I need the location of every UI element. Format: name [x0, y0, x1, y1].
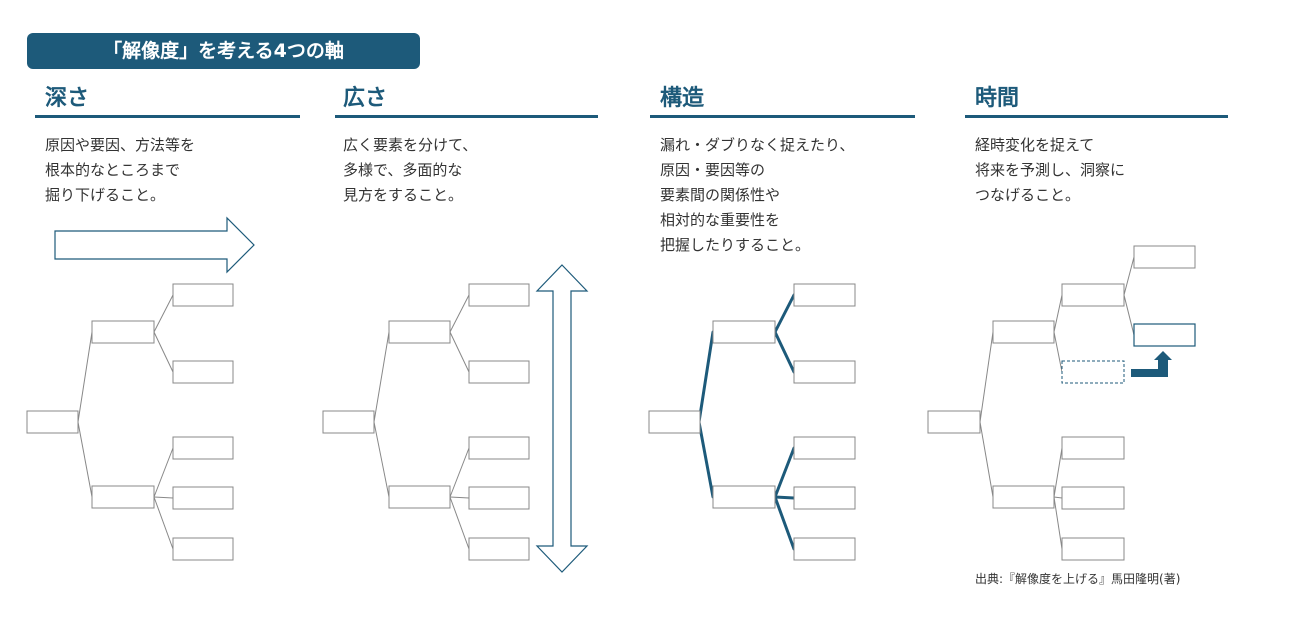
- tree-node: [468, 537, 530, 561]
- tree-node: [1061, 486, 1125, 510]
- tree-node-dashed: [1061, 360, 1125, 384]
- tree-connector: [1053, 294, 1063, 333]
- tree-connector-emphasis: [773, 495, 796, 500]
- tree-connector-emphasis: [773, 446, 796, 499]
- breadth-diagram: [322, 264, 589, 573]
- heading-structure: 構造: [660, 86, 705, 111]
- tree-node: [172, 283, 234, 307]
- title-banner: 「解像度」を考える4つの軸: [27, 33, 420, 69]
- tree-connector-emphasis: [697, 420, 715, 499]
- tree-node: [992, 320, 1055, 344]
- tree-node: [91, 485, 155, 509]
- depth-diagram: [26, 216, 255, 561]
- description-depth: 原因や要因、方法等を 根本的なところまで 掘り下げること。: [45, 136, 196, 204]
- tree-node: [793, 537, 856, 561]
- tree-connector: [373, 331, 390, 423]
- tree-node: [388, 320, 451, 344]
- heading-underline-depth: [35, 115, 300, 118]
- tree-node: [91, 320, 155, 344]
- tree-connector: [153, 496, 174, 550]
- right-arrow: [54, 216, 255, 274]
- description-structure: 漏れ・ダブりなく捉えたり、 原因・要因等の 要素間の関係性や 相対的な重要性を …: [660, 136, 855, 254]
- tree-node-highlighted: [1133, 323, 1196, 347]
- vertical-double-arrow: [535, 264, 589, 573]
- tree-connector: [979, 421, 994, 498]
- tree-connector-emphasis: [773, 495, 796, 551]
- tree-connector: [77, 421, 93, 498]
- tree-node: [793, 283, 856, 307]
- tree-node: [793, 436, 856, 460]
- tree-node: [172, 360, 234, 384]
- tree-connector: [1053, 496, 1063, 499]
- tree-node: [992, 485, 1055, 509]
- tree-node: [172, 537, 234, 561]
- tree-connector-emphasis: [773, 293, 796, 334]
- tree-connector: [153, 294, 174, 333]
- tree-connector: [153, 496, 174, 499]
- tree-node: [468, 283, 530, 307]
- tree-node: [1061, 537, 1125, 561]
- source-citation: 出典:『解像度を上げる』馬田隆明(著): [975, 572, 1181, 586]
- tree-connector: [449, 331, 470, 373]
- tree-node: [1133, 245, 1196, 269]
- tree-node: [648, 410, 701, 434]
- tree-node: [1061, 283, 1125, 307]
- tree-connector: [1053, 447, 1063, 498]
- structure-diagram: [648, 283, 856, 561]
- tree-node: [172, 436, 234, 460]
- tree-node: [468, 486, 530, 510]
- tree-connector: [449, 496, 470, 550]
- tree-connector: [153, 331, 174, 373]
- tree-node: [793, 360, 856, 384]
- heading-underline-breadth: [335, 115, 598, 118]
- tree-node: [388, 485, 451, 509]
- description-breadth: 広く要素を分けて、 多様で、多面的な 見方をすること。: [343, 136, 478, 204]
- heading-breadth: 広さ: [343, 86, 388, 111]
- heading-underline-structure: [650, 115, 915, 118]
- heading-time: 時間: [975, 86, 1020, 111]
- tree-connector-emphasis: [697, 330, 715, 424]
- tree-connector: [449, 447, 470, 498]
- tree-node: [712, 320, 776, 344]
- up-right-arrow: [1131, 351, 1172, 377]
- tree-connector: [373, 421, 390, 498]
- tree-node: [322, 410, 375, 434]
- tree-node: [172, 486, 234, 510]
- tree-node: [468, 436, 530, 460]
- description-time: 経時変化を捉えて 将来を予測し、洞察に つなげること。: [975, 136, 1126, 204]
- tree-connector: [1053, 331, 1063, 373]
- heading-depth: 深さ: [45, 86, 90, 111]
- tree-node: [793, 486, 856, 510]
- tree-connector: [449, 496, 470, 499]
- heading-underline-time: [965, 115, 1228, 118]
- tree-connector: [979, 331, 994, 423]
- tree-node: [26, 410, 79, 434]
- tree-connector: [449, 294, 470, 333]
- tree-connector: [1123, 256, 1135, 296]
- tree-connector-emphasis: [773, 330, 796, 374]
- tree-connector: [77, 331, 93, 423]
- tree-node: [468, 360, 530, 384]
- tree-node: [1061, 436, 1125, 460]
- time-diagram: [927, 245, 1196, 561]
- tree-node: [712, 485, 776, 509]
- tree-connector: [1123, 294, 1135, 336]
- tree-node: [927, 410, 981, 434]
- tree-connector: [153, 447, 174, 498]
- tree-connector: [1053, 496, 1063, 550]
